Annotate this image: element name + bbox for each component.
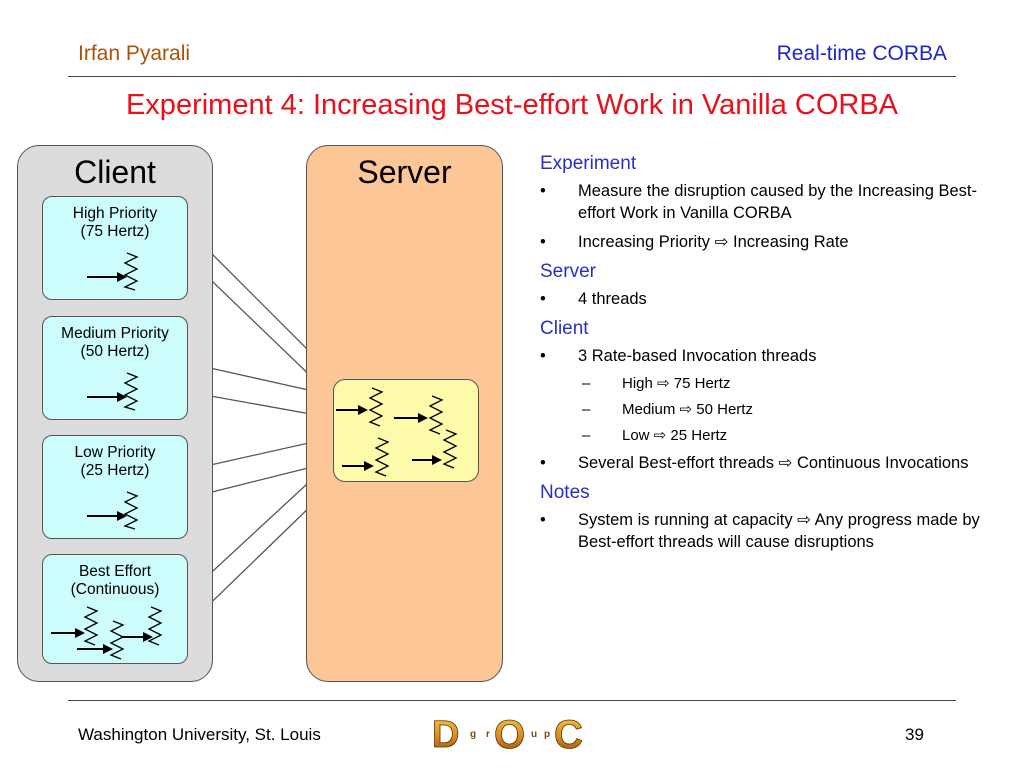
bullet-item: • Several Best-effort threads ⇨ Continuou… <box>540 452 1000 474</box>
bullet-marker: • <box>540 182 546 200</box>
bullet-marker: • <box>540 511 546 529</box>
thread-icon <box>87 372 139 411</box>
bullet-text: Increasing Priority ⇨ Increasing Rate <box>578 233 849 251</box>
footer-institution: Washington University, St. Louis <box>78 725 321 744</box>
best-effort-threads-icon <box>51 606 163 660</box>
section-heading: Experiment <box>540 153 637 174</box>
bullet-item: • Increasing Priority ⇨ Increasing Rate <box>540 231 1000 253</box>
logo-letter-p: p <box>544 729 550 740</box>
thread-icon <box>87 491 139 530</box>
logo-letter-d: D <box>432 714 459 754</box>
section-heading: Notes <box>540 482 590 503</box>
section-experiment: Experiment • Measure the disruption cause… <box>540 152 1000 253</box>
client-label: Client <box>74 154 156 190</box>
server-thread-pool <box>333 379 479 482</box>
bullet-marker: • <box>540 454 546 472</box>
section-server: Server • 4 threads <box>540 260 1000 310</box>
section-notes: Notes • System is running at capacity ⇨ A… <box>540 481 1000 553</box>
client-box-high: High Priority (75 Hertz) <box>42 196 188 300</box>
logo-letter-g: g <box>470 729 476 740</box>
sub-bullet-marker: – <box>582 375 591 392</box>
page-number: 39 <box>905 725 924 744</box>
bullet-marker: • <box>540 347 546 365</box>
logo-letter-c: C <box>554 713 583 754</box>
bullet-item: • 3 Rate-based Invocation threads <box>540 345 1000 367</box>
sub-bullet-item: – High ⇨ 75 Hertz <box>540 374 1000 394</box>
logo-letter-o: O <box>494 713 525 754</box>
client-box-rate: (75 Hertz) <box>80 223 150 240</box>
logo-letter-r: r <box>486 729 490 740</box>
logo-letter-u: u <box>531 729 537 740</box>
client-box-low: Low Priority (25 Hertz) <box>42 435 188 539</box>
server-label: Server <box>357 154 452 190</box>
client-box-name: Medium Priority <box>61 325 169 342</box>
bullet-text: Medium ⇨ 50 Hertz <box>622 401 753 418</box>
client-box-medium: Medium Priority (50 Hertz) <box>42 316 188 420</box>
notes-column: Experiment • Measure the disruption cause… <box>540 152 1000 560</box>
bullet-item: • System is running at capacity ⇨ Any pro… <box>540 509 1000 553</box>
bullet-item: • Measure the disruption caused by the In… <box>540 180 1000 224</box>
bullet-text: 4 threads <box>578 290 647 308</box>
header-topic: Real-time CORBA <box>776 42 947 65</box>
thread-icon <box>87 252 139 291</box>
sub-bullet-marker: – <box>582 401 591 418</box>
bullet-marker: • <box>540 290 546 308</box>
bullet-item: • 4 threads <box>540 288 1000 310</box>
footer-divider <box>68 700 956 701</box>
header-author: Irfan Pyarali <box>78 42 191 65</box>
doc-group-logo: D g r O u p C <box>432 713 584 754</box>
header-divider <box>68 76 956 77</box>
server-threads-icon <box>336 387 458 477</box>
client-box-rate: (25 Hertz) <box>80 462 150 479</box>
bullet-text: 3 Rate-based Invocation threads <box>578 347 817 365</box>
client-box-name: Best Effort <box>78 563 152 580</box>
client-box-name: Low Priority <box>74 444 156 461</box>
client-box-rate: (50 Hertz) <box>80 343 150 360</box>
bullet-text: Low ⇨ 25 Hertz <box>622 427 728 444</box>
section-client: Client •3 Rate-based Invocation threads … <box>540 317 1000 474</box>
bullet-text: System is running at capacity ⇨ Any prog… <box>578 511 980 551</box>
sub-bullet-item: – Low ⇨ 25 Hertz <box>540 426 1000 446</box>
client-box-rate: (Continuous) <box>70 581 160 598</box>
bullet-text: Measure the disruption caused by the Inc… <box>578 182 977 222</box>
section-heading: Server <box>540 261 596 282</box>
bullet-text: High ⇨ 75 Hertz <box>622 375 731 392</box>
sub-bullet-marker: – <box>582 427 591 444</box>
bullet-text: Several Best-effort threads ⇨ Continuous… <box>578 454 969 472</box>
section-heading: Client <box>540 318 589 339</box>
client-box-best-effort: Best Effort (Continuous) <box>42 554 188 664</box>
bullet-marker: • <box>540 233 546 251</box>
sub-bullet-item: – Medium ⇨ 50 Hertz <box>540 400 1000 420</box>
slide-title: Experiment 4: Increasing Best-effort Wor… <box>125 89 899 121</box>
client-box-name: High Priority <box>72 205 158 222</box>
